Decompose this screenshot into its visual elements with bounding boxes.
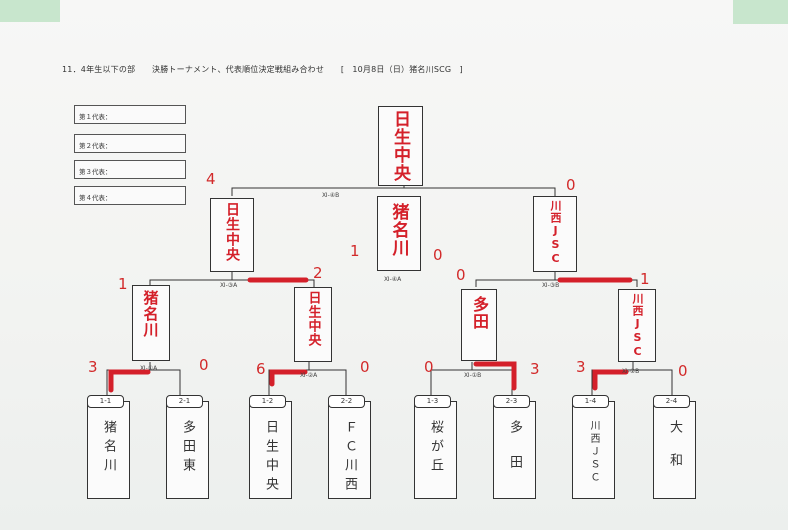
score-r2-left-a: 1 (118, 275, 128, 293)
match-label-third: Ⅺ-④A (384, 276, 402, 283)
score-r1-m3-b: 3 (530, 360, 540, 378)
team-box-1-3: 1-3 桜が丘 (414, 395, 457, 499)
third-place-name: 猪名川 (388, 203, 409, 257)
score-final-right: 0 (566, 176, 576, 194)
team-box-1-4: 1-4 川西ＪＳＣ (572, 395, 615, 499)
match-label-r1-m1: Ⅺ-①A (140, 365, 158, 372)
team-box-2-1: 2-1 多田東 (166, 395, 209, 499)
team-box-2-4: 2-4 大和 (653, 395, 696, 499)
final-right-name: 川西JSC (549, 200, 562, 266)
score-r1-m1-a: 3 (88, 358, 98, 376)
team-code: 2-3 (493, 395, 530, 408)
score-final-left: 4 (206, 170, 216, 188)
match-label-semi-left: Ⅺ-③A (220, 282, 238, 289)
team-name: 川西ＪＳＣ (588, 420, 599, 485)
score-r1-m2-a: 6 (256, 360, 266, 378)
semi-4-box: 川西JSC (618, 289, 656, 362)
team-name: 多田 (507, 420, 522, 490)
team-box-2-3: 2-3 多田 (493, 395, 536, 499)
division-title: 11．4年生以下の部 (62, 65, 136, 74)
team-name: 猪名川 (101, 420, 116, 477)
team-code: 2-2 (328, 395, 365, 408)
rep-label: 第３代表： (79, 168, 112, 176)
score-r1-m3-a: 0 (424, 358, 434, 376)
rep-label: 第２代表： (79, 142, 112, 150)
team-name: 多田東 (180, 420, 195, 477)
match-label-r1-m4: Ⅺ-②B (622, 368, 640, 375)
sheet-header: 11．4年生以下の部 決勝トーナメント、代表順位決定戦組み合わせ [ 10月8日… (62, 64, 477, 75)
final-left-name: 日生中央 (224, 202, 240, 262)
team-name: 日生中央 (263, 420, 278, 496)
final-right-box: 川西JSC (533, 196, 577, 272)
score-r1-m1-b: 0 (199, 356, 209, 374)
team-code: 1-3 (414, 395, 451, 408)
champion-name: 日生中央 (390, 110, 410, 182)
tape-right (733, 0, 788, 24)
team-code: 2-4 (653, 395, 690, 408)
team-code: 1-1 (87, 395, 124, 408)
score-third-left: 1 (350, 242, 360, 260)
team-code: 1-4 (572, 395, 609, 408)
semi-3-box: 多田 (461, 289, 497, 361)
score-r2-left-b: 2 (313, 264, 323, 282)
score-third-right: 0 (433, 246, 443, 264)
rep-label: 第４代表： (79, 194, 112, 202)
semi-1-box: 猪名川 (132, 285, 170, 361)
team-code: 2-1 (166, 395, 203, 408)
score-r1-m4-b: 0 (678, 362, 688, 380)
final-left-box: 日生中央 (210, 198, 254, 272)
rep-box-3: 第３代表： (74, 160, 186, 179)
semi-2-name: 日生中央 (305, 291, 321, 347)
semi-3-name: 多田 (470, 296, 489, 330)
third-place-box: 猪名川 (377, 196, 421, 271)
score-r1-m4-a: 3 (576, 358, 586, 376)
match-label-r1-m2: Ⅺ-②A (300, 372, 318, 379)
semi-1-name: 猪名川 (141, 290, 160, 338)
tape-left (0, 0, 60, 22)
team-code: 1-2 (249, 395, 286, 408)
team-name: ＦＣ川西 (342, 420, 357, 496)
champion-box: 日生中央 (378, 106, 423, 186)
score-r2-right-b: 1 (640, 270, 650, 288)
tournament-subtitle: 決勝トーナメント、代表順位決定戦組み合わせ (152, 65, 325, 74)
team-name: 大和 (667, 420, 682, 486)
match-label-final: Ⅺ-④B (322, 192, 340, 199)
rep-box-2: 第２代表： (74, 134, 186, 153)
team-box-2-2: 2-2 ＦＣ川西 (328, 395, 371, 499)
match-label-semi-right: Ⅺ-③B (542, 282, 560, 289)
team-name: 桜が丘 (428, 420, 443, 477)
semi-4-name: 川西JSC (631, 293, 644, 359)
score-r1-m2-b: 0 (360, 358, 370, 376)
score-r2-right-a: 0 (456, 266, 466, 284)
team-box-1-1: 1-1 猪名川 (87, 395, 130, 499)
rep-box-4: 第４代表： (74, 186, 186, 205)
match-label-r1-m3: Ⅺ-①B (464, 372, 482, 379)
rep-box-1: 第１代表： (74, 105, 186, 124)
date-venue: [ 10月8日（日）猪名川SCG ] (340, 65, 463, 74)
team-box-1-2: 1-2 日生中央 (249, 395, 292, 499)
semi-2-box: 日生中央 (294, 287, 332, 362)
rep-label: 第１代表： (79, 113, 112, 121)
